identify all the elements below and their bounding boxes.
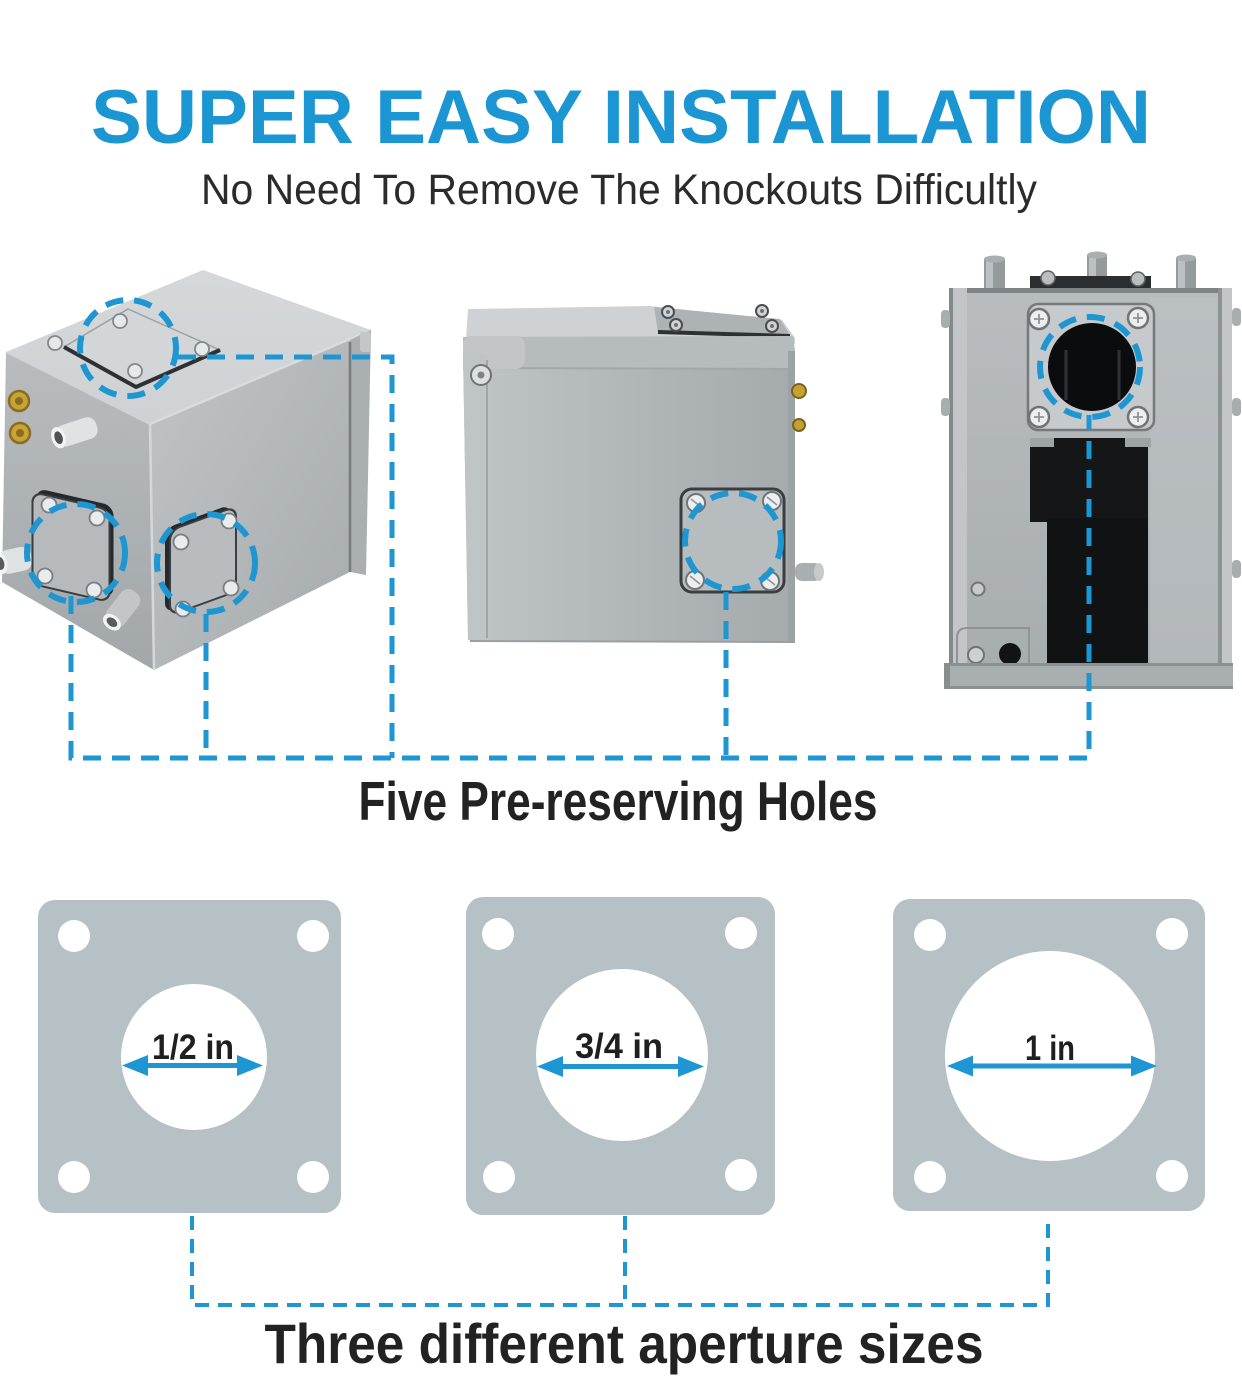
- svg-text:3/4 in: 3/4 in: [575, 1027, 663, 1066]
- svg-text:1 in: 1 in: [1025, 1029, 1075, 1068]
- svg-text:1/2 in: 1/2 in: [152, 1028, 234, 1067]
- svg-text:Five Pre-reserving Holes: Five Pre-reserving Holes: [359, 770, 878, 832]
- svg-text:No Need To Remove The Knockout: No Need To Remove The Knockouts Difficul…: [201, 166, 1037, 214]
- svg-text:Three different aperture sizes: Three different aperture sizes: [265, 1312, 984, 1375]
- svg-text:SUPER EASY INSTALLATION: SUPER EASY INSTALLATION: [91, 75, 1151, 160]
